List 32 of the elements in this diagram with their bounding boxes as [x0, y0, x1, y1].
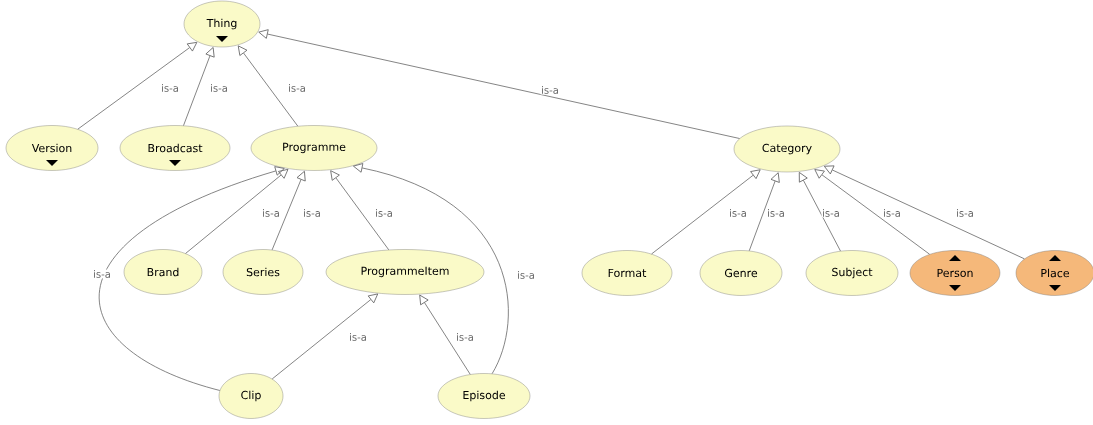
is-a-arrow	[258, 29, 740, 139]
is-a-arrow	[353, 163, 509, 375]
edge-label: is-a	[766, 208, 786, 218]
is-a-arrow	[237, 45, 299, 127]
is-a-arrow	[77, 41, 198, 130]
is-a-arrow	[185, 168, 289, 254]
edge-label: is-a	[955, 208, 975, 218]
edge-label: is-a	[302, 208, 322, 218]
is-a-arrow	[651, 169, 761, 255]
is-a-arrow	[330, 170, 390, 251]
edge-label: is-a	[540, 85, 560, 95]
is-a-arrow	[271, 170, 306, 251]
is-a-arrow	[183, 47, 215, 126]
edge-label: is-a	[92, 269, 112, 279]
is-a-arrow	[99, 166, 285, 391]
edge-label: is-a	[516, 270, 536, 280]
edge-label: is-a	[348, 332, 368, 342]
edge-label: is-a	[455, 332, 475, 342]
edge-label: is-a	[882, 208, 902, 218]
is-a-arrow	[271, 293, 379, 380]
is-a-arrow	[798, 172, 841, 252]
is-a-arrow	[814, 169, 930, 255]
edge-label: is-a	[374, 208, 394, 218]
edge-label: is-a	[821, 208, 841, 218]
is-a-arrow	[419, 294, 471, 375]
edge-label: is-a	[287, 83, 307, 93]
edge-label: is-a	[160, 83, 180, 93]
edge-label: is-a	[261, 208, 281, 218]
is-a-arrow	[748, 172, 780, 252]
edge-label: is-a	[209, 83, 229, 93]
edge-label: is-a	[728, 208, 748, 218]
is-a-arrow	[823, 165, 1025, 260]
